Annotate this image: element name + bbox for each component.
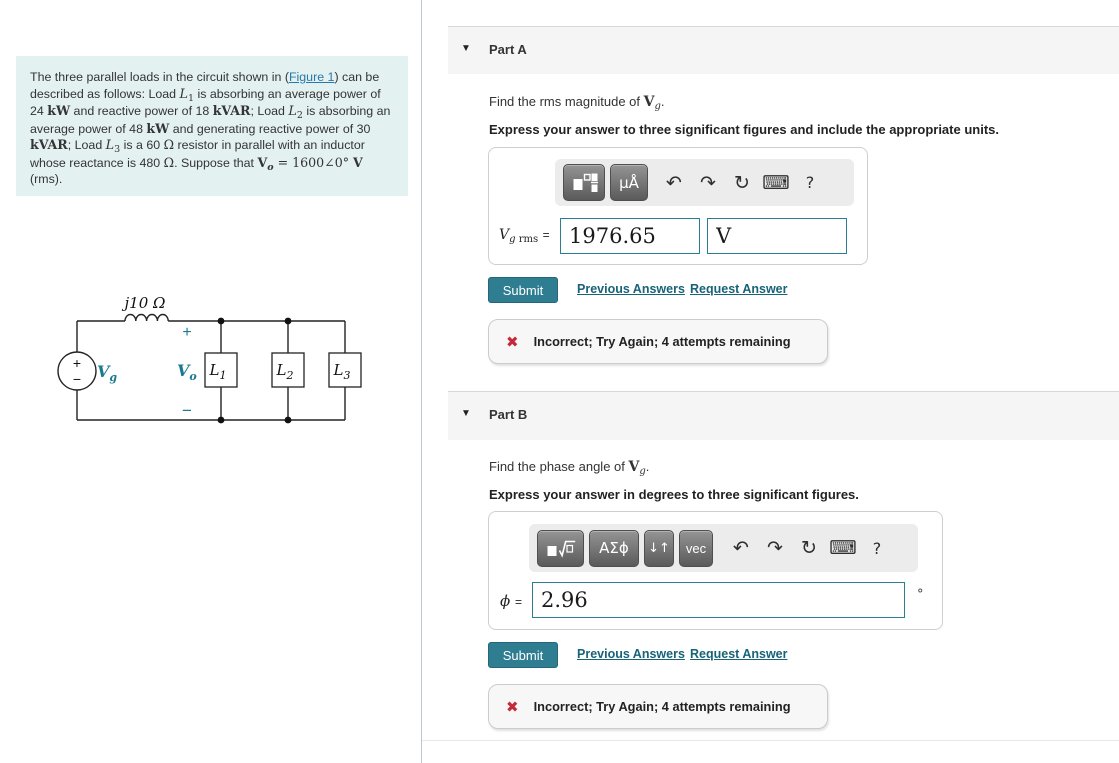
part-a-value-input[interactable] xyxy=(560,218,700,254)
load-l1-label: L1 xyxy=(209,361,227,382)
updown-arrows-button[interactable]: ↓↑ xyxy=(644,529,674,567)
redo-button[interactable]: ↷ xyxy=(767,537,783,559)
part-b-toolbar: ΑΣϕ ↓↑ vec ↶ ↷ ↻ ⌨ ? xyxy=(529,524,918,572)
math-template-button[interactable] xyxy=(537,529,584,567)
undo-button[interactable]: ↶ xyxy=(666,171,682,194)
part-a-header[interactable]: ▼ Part A xyxy=(448,26,1119,74)
reset-button[interactable]: ↻ xyxy=(801,537,817,559)
junction-dot xyxy=(284,317,292,325)
redo-button[interactable]: ↷ xyxy=(700,171,716,194)
vo-plus-sign: + xyxy=(182,324,191,341)
load-l1-box xyxy=(204,352,238,388)
source-plus-sign: + xyxy=(73,355,81,371)
units-button[interactable]: μÅ xyxy=(610,164,648,201)
part-b-feedback-text: Incorrect; Try Again; 4 attempts remaini… xyxy=(533,699,791,714)
part-a-previous-answers-link[interactable]: Previous Answers xyxy=(577,282,685,296)
vg-label: Vg xyxy=(97,362,117,384)
part-b-prompt: Find the phase angle of Vg. xyxy=(489,459,650,477)
figure-1-link[interactable]: Figure 1 xyxy=(288,70,335,84)
part-a-submit-button[interactable]: Submit xyxy=(488,277,558,303)
part-a-toolbar: μÅ ↶ ↷ ↻ ⌨ ? xyxy=(555,159,854,206)
inductor-label: j10 Ω xyxy=(122,294,166,312)
vector-button[interactable]: vec xyxy=(679,529,713,567)
circuit-diagram: + − j10 Ω + − Vg Vo L1 L2 L3 xyxy=(57,294,362,424)
part-b-request-answer-link[interactable]: Request Answer xyxy=(690,647,788,661)
part-a-title: Part A xyxy=(489,42,527,57)
problem-statement: The three parallel loads in the circuit … xyxy=(16,56,408,196)
incorrect-x-icon: ✖ xyxy=(506,332,519,351)
part-b-previous-answers-link[interactable]: Previous Answers xyxy=(577,647,685,661)
keyboard-shortcuts-button[interactable]: ⌨ xyxy=(829,537,857,559)
load-l3-label: L3 xyxy=(333,361,351,382)
part-b-instruction: Express your answer in degrees to three … xyxy=(489,487,859,502)
incorrect-x-icon: ✖ xyxy=(506,697,519,716)
part-a-units-input[interactable] xyxy=(707,218,847,254)
part-b-header[interactable]: ▼ Part B xyxy=(448,391,1119,440)
load-l2-box xyxy=(271,352,305,388)
load-l2-label: L2 xyxy=(276,361,294,382)
junction-dot xyxy=(217,317,225,325)
part-a-prompt: Find the rms magnitude of Vg. xyxy=(489,94,665,112)
collapse-caret-icon[interactable]: ▼ xyxy=(461,43,471,54)
panel-divider xyxy=(421,0,422,763)
reset-button[interactable]: ↻ xyxy=(734,171,750,194)
part-b-answer-box: ΑΣϕ ↓↑ vec ↶ ↷ ↻ ⌨ ? ϕ = xyxy=(488,511,943,630)
greek-symbols-button[interactable]: ΑΣϕ xyxy=(589,529,639,567)
bottom-rule xyxy=(422,740,1119,741)
part-b-answer-label: ϕ = xyxy=(500,592,523,610)
part-a-feedback-text: Incorrect; Try Again; 4 attempts remaini… xyxy=(533,334,791,349)
collapse-caret-icon[interactable]: ▼ xyxy=(461,408,471,419)
part-a-instruction: Express your answer to three significant… xyxy=(489,122,999,137)
help-button[interactable]: ? xyxy=(872,538,882,558)
source-minus-sign: − xyxy=(73,371,81,387)
degree-symbol: ° xyxy=(917,587,924,602)
equation-template-button[interactable] xyxy=(563,164,605,201)
load-l3-box xyxy=(328,352,362,388)
part-b-feedback: ✖ Incorrect; Try Again; 4 attempts remai… xyxy=(488,684,828,729)
part-a-feedback: ✖ Incorrect; Try Again; 4 attempts remai… xyxy=(488,319,828,364)
help-button[interactable]: ? xyxy=(805,173,815,192)
undo-button[interactable]: ↶ xyxy=(733,537,749,559)
circuit-figure: + − j10 Ω + − Vg Vo L1 L2 L3 xyxy=(40,280,400,440)
junction-dot xyxy=(284,416,292,424)
part-b-value-input[interactable] xyxy=(532,582,905,618)
keyboard-shortcuts-button[interactable]: ⌨ xyxy=(762,171,790,194)
part-b-title: Part B xyxy=(489,407,528,422)
part-a-answer-label: Vg rms = xyxy=(499,227,550,245)
inductor-coil-icon xyxy=(124,313,169,322)
vo-label: Vo xyxy=(177,361,197,383)
part-b-submit-button[interactable]: Submit xyxy=(488,642,558,668)
part-a-request-answer-link[interactable]: Request Answer xyxy=(690,282,788,296)
vo-minus-sign: − xyxy=(182,401,192,420)
part-a-answer-box: μÅ ↶ ↷ ↻ ⌨ ? Vg rms = xyxy=(488,147,868,265)
junction-dot xyxy=(217,416,225,424)
